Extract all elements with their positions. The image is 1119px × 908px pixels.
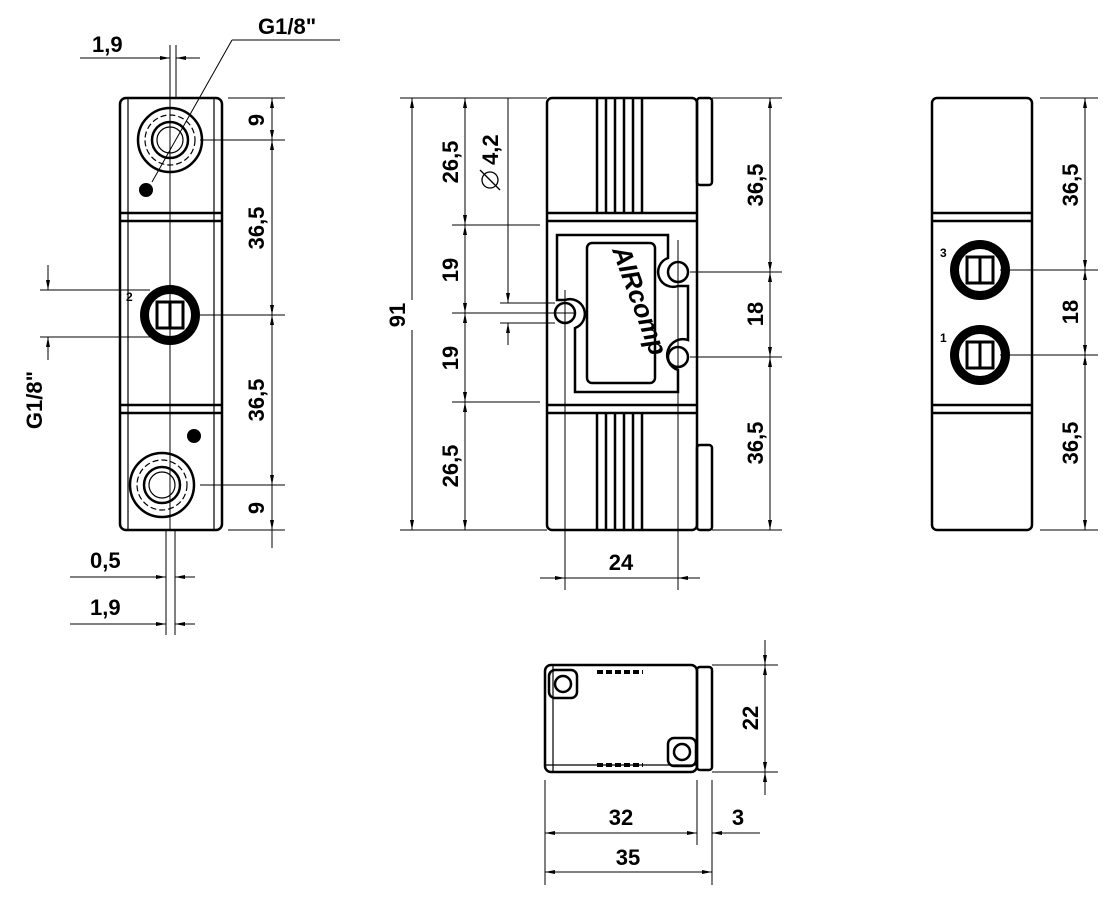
side-view: 2 9 36,5 36,5 9 1,9 G1/8" G1/8" 0,5 1,9 [22, 14, 340, 635]
side-dimension-chain: 9 36,5 36,5 9 [200, 97, 285, 548]
rib-lines [595, 98, 644, 530]
port-fitting-bottom [128, 451, 196, 519]
diameter-icon [481, 171, 499, 189]
dim-label: 26,5 [438, 445, 463, 488]
dim-label: 9 [244, 114, 269, 126]
nameplate [585, 241, 657, 385]
offset-label-bottom-a: 0,5 [90, 548, 121, 573]
dim-label: 9 [244, 502, 269, 514]
offset-label-bottom-b: 1,9 [90, 595, 121, 620]
overall-width-label: 35 [616, 845, 640, 870]
dim-label: 26,5 [438, 141, 463, 184]
vent-slots [597, 670, 643, 767]
port-3-connector [950, 240, 1010, 300]
dim-label: 19 [438, 346, 463, 370]
thread-label-left: G1/8" [22, 371, 47, 429]
brand-logo: AIRcomp [606, 241, 674, 360]
thread-label-top: G1/8" [258, 14, 316, 39]
dim-label: 36,5 [244, 207, 269, 250]
tab-width-label: 3 [732, 805, 744, 830]
overall-height-label: 91 [385, 303, 410, 327]
screw-icon [666, 736, 698, 768]
port-marker-icon [187, 429, 201, 443]
screw-icon [547, 668, 579, 700]
valve-body-front [545, 96, 699, 532]
nameplate-recess [555, 233, 690, 394]
dim-label: 36,5 [1058, 422, 1083, 465]
dim-label: 36,5 [244, 379, 269, 422]
valve-body-rear [930, 96, 1034, 532]
valve-body-side [118, 96, 224, 532]
dim-label: 18 [1058, 300, 1083, 324]
dim-label: 19 [438, 258, 463, 282]
front-view: AIRcomp 91 26,5 19 19 26,5 4,2 36,5 18 3… [385, 96, 782, 590]
offset-label-top: 1,9 [92, 32, 123, 57]
width-label: 24 [609, 550, 634, 575]
top-view: 22 32 3 35 [543, 640, 778, 885]
port-label: 1 [940, 331, 947, 345]
diameter-annotation: 4,2 [478, 134, 503, 191]
rear-view: 3 1 36,5 18 36,5 [930, 96, 1098, 532]
dim-label: 36,5 [743, 422, 768, 465]
port-label: 2 [126, 290, 133, 304]
port-label: 3 [940, 246, 947, 260]
port-marker-icon [139, 183, 153, 197]
port-1-connector [950, 325, 1010, 385]
body-width-label: 32 [609, 805, 633, 830]
height-label: 22 [738, 706, 763, 730]
dim-label: 36,5 [743, 164, 768, 207]
dim-label: 18 [743, 302, 768, 326]
hole-diameter-label: 4,2 [478, 134, 503, 165]
dim-label: 36,5 [1058, 164, 1083, 207]
